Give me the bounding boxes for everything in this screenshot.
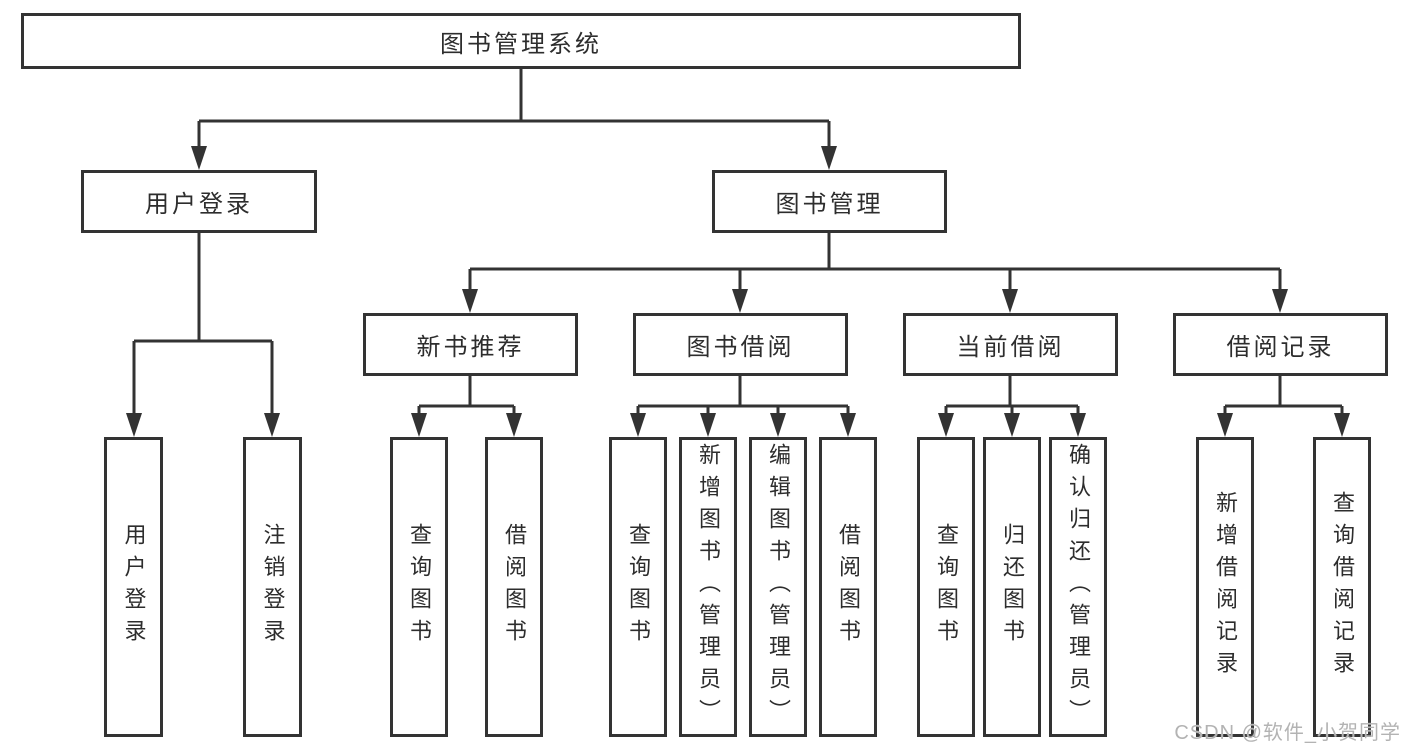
node-leaf-logout: 注销登录 xyxy=(243,437,302,737)
leaf-label: 用户登录 xyxy=(121,523,147,651)
node-leaf-borrow-book-2: 借阅图书 xyxy=(819,437,877,737)
node-book-management: 图书管理 xyxy=(712,170,947,233)
node-leaf-add-book-admin: 新增图书（管理员） xyxy=(679,437,737,737)
leaf-label: 编辑图书（管理员） xyxy=(766,443,791,731)
node-leaf-query-book-3: 查询图书 xyxy=(917,437,975,737)
node-leaf-borrow-book-1: 借阅图书 xyxy=(485,437,543,737)
node-leaf-add-borrow-record: 新增借阅记录 xyxy=(1196,437,1254,737)
node-leaf-confirm-return-admin: 确认归还（管理员） xyxy=(1049,437,1107,737)
node-borrow-records: 借阅记录 xyxy=(1173,313,1388,376)
node-root: 图书管理系统 xyxy=(21,13,1021,69)
leaf-label: 新增借阅记录 xyxy=(1213,491,1238,683)
leaf-label: 借阅图书 xyxy=(502,523,527,651)
leaf-label: 查询图书 xyxy=(934,523,959,651)
node-user-login: 用户登录 xyxy=(81,170,317,233)
leaf-label: 借阅图书 xyxy=(836,523,861,651)
leaf-label: 查询图书 xyxy=(407,523,432,651)
node-current-borrow: 当前借阅 xyxy=(903,313,1118,376)
node-leaf-return-book: 归还图书 xyxy=(983,437,1041,737)
node-leaf-query-book-1: 查询图书 xyxy=(390,437,448,737)
leaf-label: 注销登录 xyxy=(260,523,286,651)
node-new-book-recommend: 新书推荐 xyxy=(363,313,578,376)
leaf-label: 查询图书 xyxy=(626,523,651,651)
node-leaf-query-borrow-record: 查询借阅记录 xyxy=(1313,437,1371,737)
node-leaf-edit-book-admin: 编辑图书（管理员） xyxy=(749,437,807,737)
node-book-borrow: 图书借阅 xyxy=(633,313,848,376)
leaf-label: 新增图书（管理员） xyxy=(696,443,721,731)
node-leaf-user-login: 用户登录 xyxy=(104,437,163,737)
leaf-label: 确认归还（管理员） xyxy=(1066,443,1091,731)
node-leaf-query-book-2: 查询图书 xyxy=(609,437,667,737)
leaf-label: 查询借阅记录 xyxy=(1330,491,1355,683)
leaf-label: 归还图书 xyxy=(1000,523,1025,651)
watermark-text: CSDN @软件_小贺同学 xyxy=(1174,722,1401,744)
